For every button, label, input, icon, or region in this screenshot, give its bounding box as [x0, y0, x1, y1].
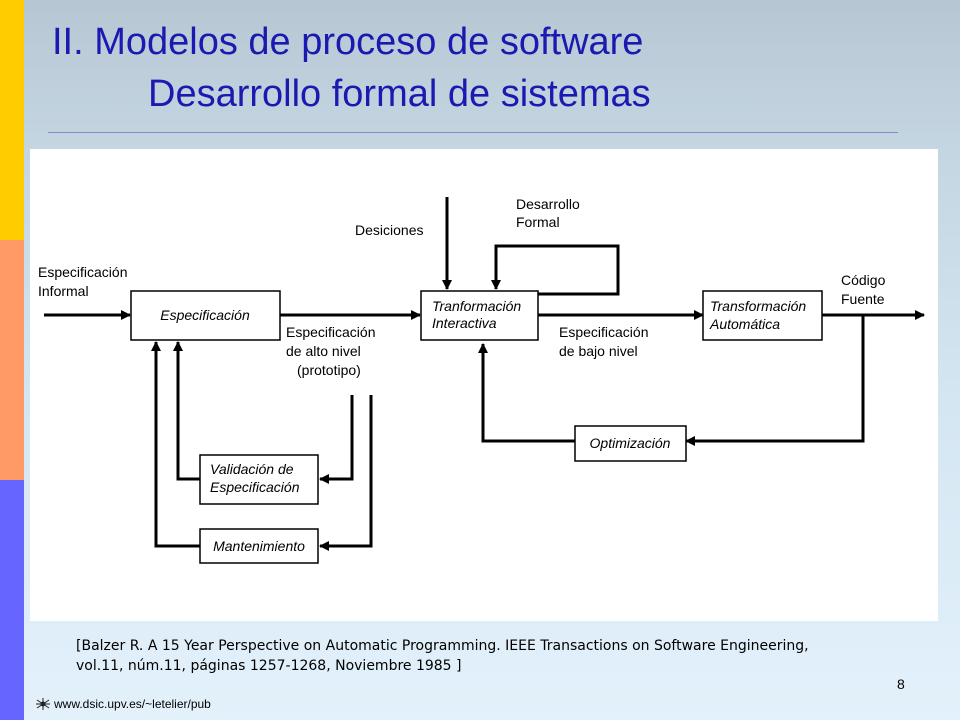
arrow-to-optimizacion	[685, 315, 865, 446]
reference-line-2: vol.11, núm.11, páginas 1257-1268, Novie…	[76, 658, 462, 674]
box-transformacion-automatica	[702, 290, 823, 341]
label-alto-nivel-2: de alto nivel	[286, 343, 361, 359]
box-especificacion-label: Especificación	[160, 307, 250, 323]
box-transformacion-automatica-label-2: Automática	[709, 316, 780, 332]
label-desiciones: Desiciones	[355, 222, 423, 238]
label-bajo-nivel-1: Especificación	[559, 324, 649, 340]
footer-url[interactable]: www.dsic.upv.es/~letelier/pub	[54, 697, 211, 711]
footer: www.dsic.upv.es/~letelier/pub	[36, 697, 211, 711]
arrow-to-validacion	[319, 395, 354, 484]
label-especificacion-informal-1: Especificación	[38, 264, 128, 280]
spider-logo-icon	[36, 698, 50, 710]
label-desarrollo-formal-2: Formal	[516, 214, 560, 230]
page-number: 8	[897, 676, 905, 692]
arrow-desarrollo-formal-loop	[491, 244, 620, 296]
slide-title-line1: II. Modelos de proceso de software	[52, 21, 644, 63]
label-desarrollo-formal-1: Desarrollo	[516, 196, 580, 212]
box-optimizacion-label: Optimización	[590, 435, 671, 451]
accent-strip-yellow	[0, 0, 24, 240]
box-transformacion-automatica-label-1: Transformación	[710, 298, 806, 314]
box-transformacion-interactiva-label-2: Interactiva	[432, 315, 497, 331]
arrow-optimizacion-return	[478, 343, 575, 443]
label-bajo-nivel-2: de bajo nivel	[559, 343, 638, 359]
box-optimizacion	[574, 425, 687, 462]
label-especificacion-informal-2: Informal	[38, 283, 89, 299]
reference-line-1: [Balzer R. A 15 Year Perspective on Auto…	[76, 638, 809, 654]
box-transformacion-interactiva	[420, 290, 539, 341]
box-validacion-label-1: Validación de	[210, 461, 294, 477]
box-especificacion	[130, 290, 281, 341]
slide-title-line2: Desarrollo formal de sistemas	[148, 73, 651, 115]
arrow-validacion-return	[173, 341, 200, 481]
box-mantenimiento	[199, 528, 319, 564]
box-transformacion-interactiva-label-1: Tranformación	[432, 298, 521, 314]
accent-strip-orange	[0, 240, 24, 480]
label-alto-nivel-3: (prototipo)	[297, 362, 361, 378]
label-codigo-fuente-2: Fuente	[841, 291, 885, 307]
box-mantenimiento-label: Mantenimiento	[213, 538, 305, 554]
box-validacion	[199, 454, 319, 505]
arrow-to-mantenimiento	[319, 395, 373, 551]
label-codigo-fuente-1: Código	[841, 272, 886, 288]
reference-citation: [Balzer R. A 15 Year Perspective on Auto…	[76, 636, 856, 676]
title-divider	[48, 132, 898, 133]
arrow-mantenimiento-return	[151, 341, 200, 548]
label-alto-nivel-1: Especificación	[286, 324, 376, 340]
accent-strip-blue	[0, 480, 24, 720]
box-validacion-label-2: Especificación	[210, 479, 300, 495]
